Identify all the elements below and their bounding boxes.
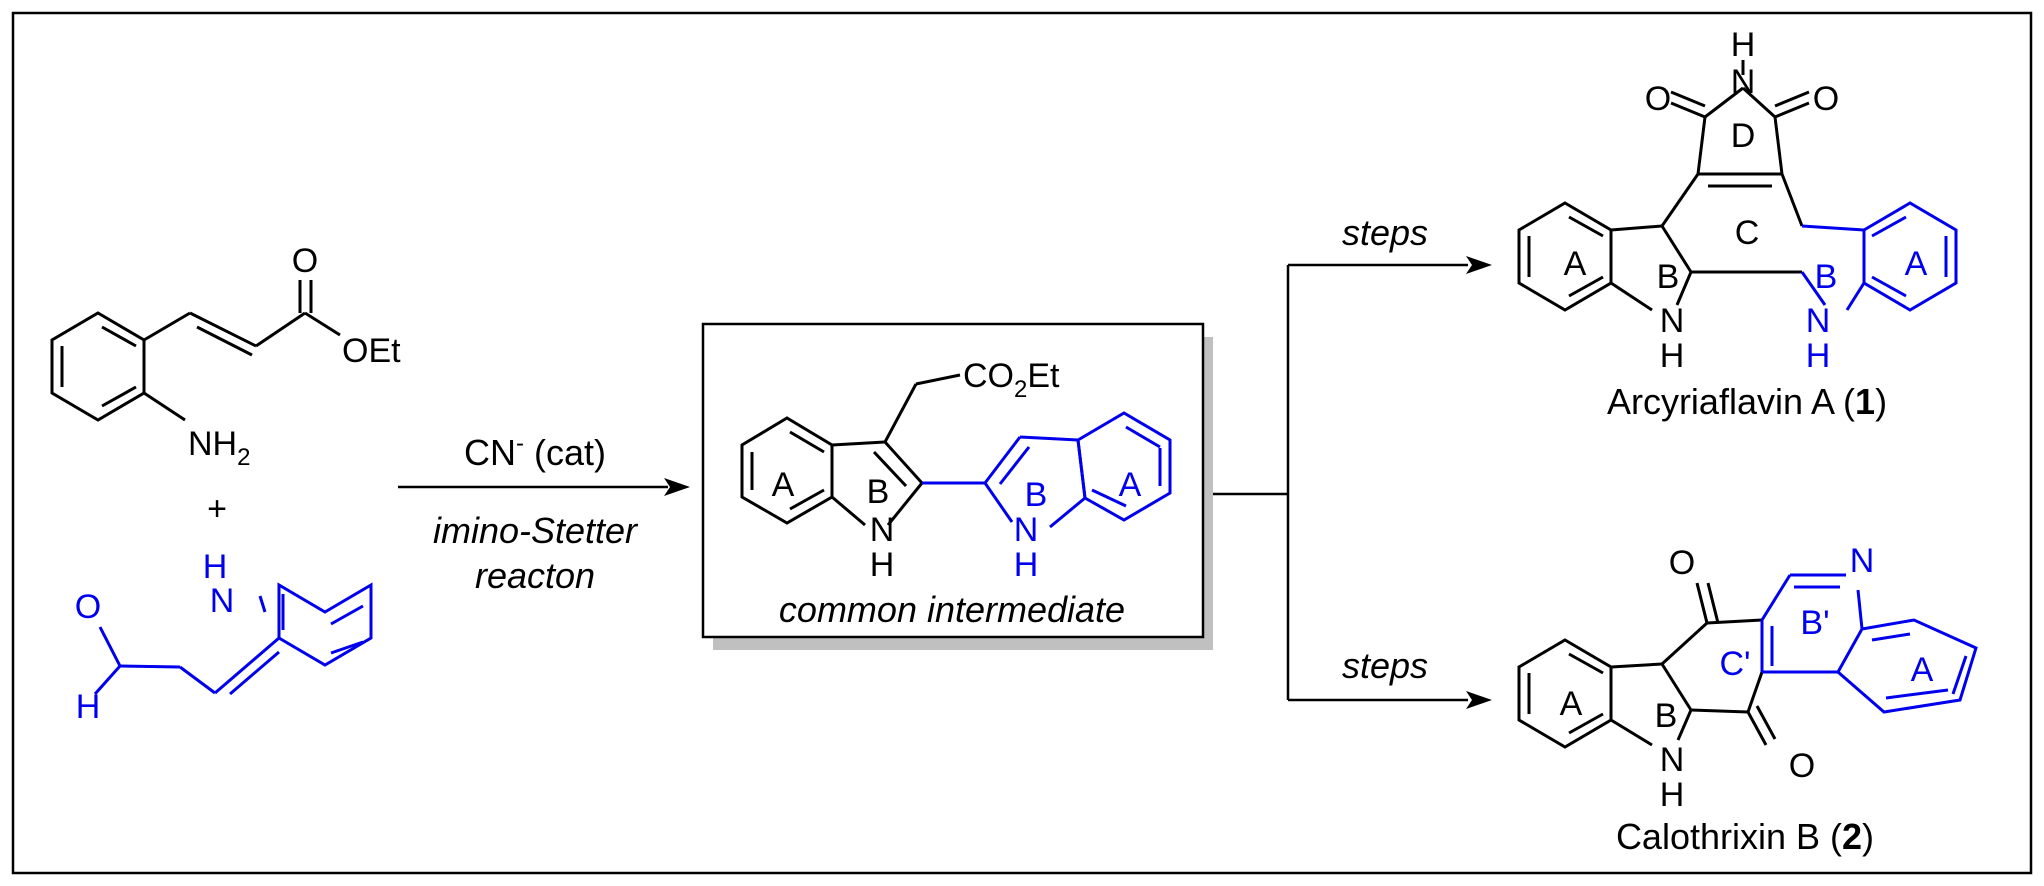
reagent-charge: - [516, 430, 524, 457]
main-arrow [398, 478, 690, 496]
arrow-condition-line1: imino-Stetter [433, 510, 639, 551]
calothrixin-n-pyridine: N [1850, 542, 1875, 580]
reactant-aminocinnamate: O OEt NH2 [50, 242, 401, 471]
calothrixin-ring-b: B [1655, 697, 1678, 735]
calothrixin-nh-n: N [1660, 741, 1685, 779]
reactant1-bonds [50, 280, 341, 422]
reactant2-aldehyde-o: O [75, 588, 101, 626]
arcyriaflavin-number: 1 [1855, 381, 1875, 422]
intermediate-right-indole-bonds [983, 411, 1172, 529]
arcyriaflavin-ring-a-left: A [1564, 245, 1587, 283]
calothrixin-name: Calothrixin B (2) [1616, 816, 1874, 857]
intermediate-ring-b-right: B [1025, 476, 1048, 514]
calothrixin-b: O O N B' C' A B A N H Calothrixin B (2) [1517, 542, 1978, 857]
arcyriaflavin-a: H N O O D C A B B A N H N H Arcyriaflavi… [1517, 26, 1958, 422]
arcyriaflavin-close: ) [1875, 381, 1887, 422]
reactant2-nh-h: H [203, 548, 228, 586]
intermediate-ring-a-right: A [1119, 466, 1142, 504]
calothrixin-nh-h: H [1660, 776, 1685, 814]
intermediate-nh-left-n: N [870, 511, 895, 549]
calothrixin-blue-bonds [1760, 573, 1978, 714]
calothrixin-ring-a-right: A [1911, 651, 1934, 689]
intermediate-left-indole-bonds [740, 373, 961, 527]
intermediate-ester-et: Et [1027, 357, 1060, 395]
arcyriaflavin-black-bonds [1517, 60, 1810, 312]
branch-bottom-label: steps [1342, 645, 1428, 686]
calothrixin-number: 2 [1842, 816, 1862, 857]
reactant1-carbonyl-o: O [292, 242, 318, 280]
arcyriaflavin-nh2-h: H [1806, 337, 1831, 375]
branch-top-label: steps [1342, 212, 1428, 253]
common-intermediate: CO2Et A B N H B A N H common intermediat… [740, 357, 1172, 630]
arcyriaflavin-ring-b-right: B [1815, 258, 1838, 296]
arcyriaflavin-o-right: O [1813, 80, 1839, 118]
calothrixin-close: ) [1862, 816, 1874, 857]
arcyriaflavin-ring-c: C [1735, 214, 1760, 252]
reagent-cn: CN [464, 432, 516, 473]
intermediate-nh-right-n: N [1014, 511, 1039, 549]
arcyriaflavin-name: Arcyriaflavin A (1) [1607, 381, 1887, 422]
reactant-indole-aldehyde: O H H N [75, 548, 373, 726]
intermediate-ester-sub: 2 [1014, 376, 1027, 403]
intermediate-ester-co: CO [963, 357, 1014, 395]
arcyriaflavin-imide-h: H [1731, 26, 1756, 64]
reactant1-amine: NH2 [188, 425, 250, 471]
branch-arrows [1213, 263, 1468, 702]
intermediate-ring-b-left: B [867, 473, 890, 511]
calothrixin-ring-b-prime: B' [1800, 604, 1829, 642]
intermediate-nh-left-h: H [870, 546, 895, 584]
calothrixin-o-top: O [1669, 544, 1695, 582]
arcyriaflavin-imide-n: N [1731, 63, 1756, 101]
intermediate-ester: CO2Et [963, 357, 1060, 403]
reactant2-aldehyde-h: H [76, 688, 101, 726]
intermediate-caption: common intermediate [779, 589, 1125, 630]
arrow-reagent: CN- (cat) [464, 430, 606, 473]
arcyriaflavin-nh1-h: H [1660, 337, 1685, 375]
plus-sign: + [207, 490, 227, 528]
calothrixin-black-bonds [1517, 582, 1777, 749]
arcyriaflavin-ring-d: D [1731, 117, 1756, 155]
arcyriaflavin-ring-b-left: B [1657, 258, 1680, 296]
branch-bottom-arrowhead [1466, 691, 1492, 709]
reactant1-ester: OEt [342, 332, 401, 370]
arcyriaflavin-name-text: Arcyriaflavin A ( [1607, 381, 1855, 422]
arcyriaflavin-ring-a-right: A [1905, 245, 1928, 283]
reactant1-amine-sub: 2 [237, 444, 250, 471]
reagent-cat: (cat) [524, 432, 606, 473]
calothrixin-ring-a-left: A [1560, 685, 1583, 723]
arrow-condition-line2: reacton [475, 555, 595, 596]
branch-top-arrowhead [1466, 256, 1492, 274]
reactant1-amine-nh: NH [188, 425, 237, 463]
calothrixin-ring-c-prime: C' [1719, 645, 1750, 683]
reactant2-bonds [93, 582, 373, 696]
calothrixin-o-bottom: O [1789, 747, 1815, 785]
arcyriaflavin-nh2-n: N [1806, 302, 1831, 340]
arcyriaflavin-nh1-n: N [1660, 302, 1685, 340]
intermediate-ring-a-left: A [772, 466, 795, 504]
intermediate-nh-right-h: H [1014, 546, 1039, 584]
calothrixin-name-text: Calothrixin B ( [1616, 816, 1842, 857]
reactant2-nh-n: N [210, 582, 235, 620]
arcyriaflavin-blue-bonds [1800, 201, 1958, 312]
arcyriaflavin-o-left: O [1645, 80, 1671, 118]
